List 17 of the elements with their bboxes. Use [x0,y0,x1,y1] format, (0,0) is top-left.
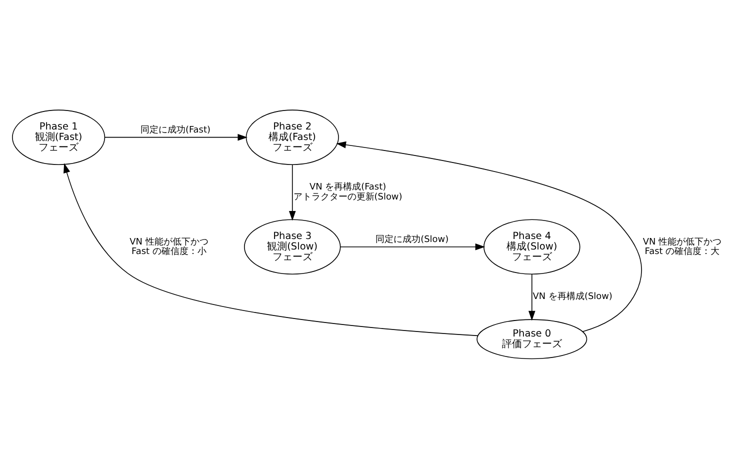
edge-label: VN を再構成(Slow) [532,292,612,302]
node-ellipse: Phase 2 構成(Fast) フェーズ [246,110,339,165]
arrow [104,134,248,141]
arrow [340,243,486,250]
arrow [64,163,478,336]
edge-label: VN 性能が低下かつ Fast の確信度：小 [130,237,208,258]
arrow [336,141,642,332]
node-ellipse: Phase 1 観測(Fast) フェーズ [12,110,106,165]
arrow [288,164,296,221]
node-ellipse: Phase 0 評価フェーズ [476,319,588,360]
edge-label: 同定に成功(Slow) [376,234,449,245]
arrow [528,274,536,321]
edge-label: VN を再構成(Fast) アトラクターの更新(Slow) [293,182,402,202]
node-ellipse: Phase 4 構成(Slow) フェーズ [484,219,580,275]
edge-label: VN 性能が低下かつ Fast の確信度：大 [642,237,722,258]
edge-label: 同定に成功(Fast) [140,125,210,136]
node-ellipse: Phase 3 観測(Slow) フェーズ [244,219,341,275]
